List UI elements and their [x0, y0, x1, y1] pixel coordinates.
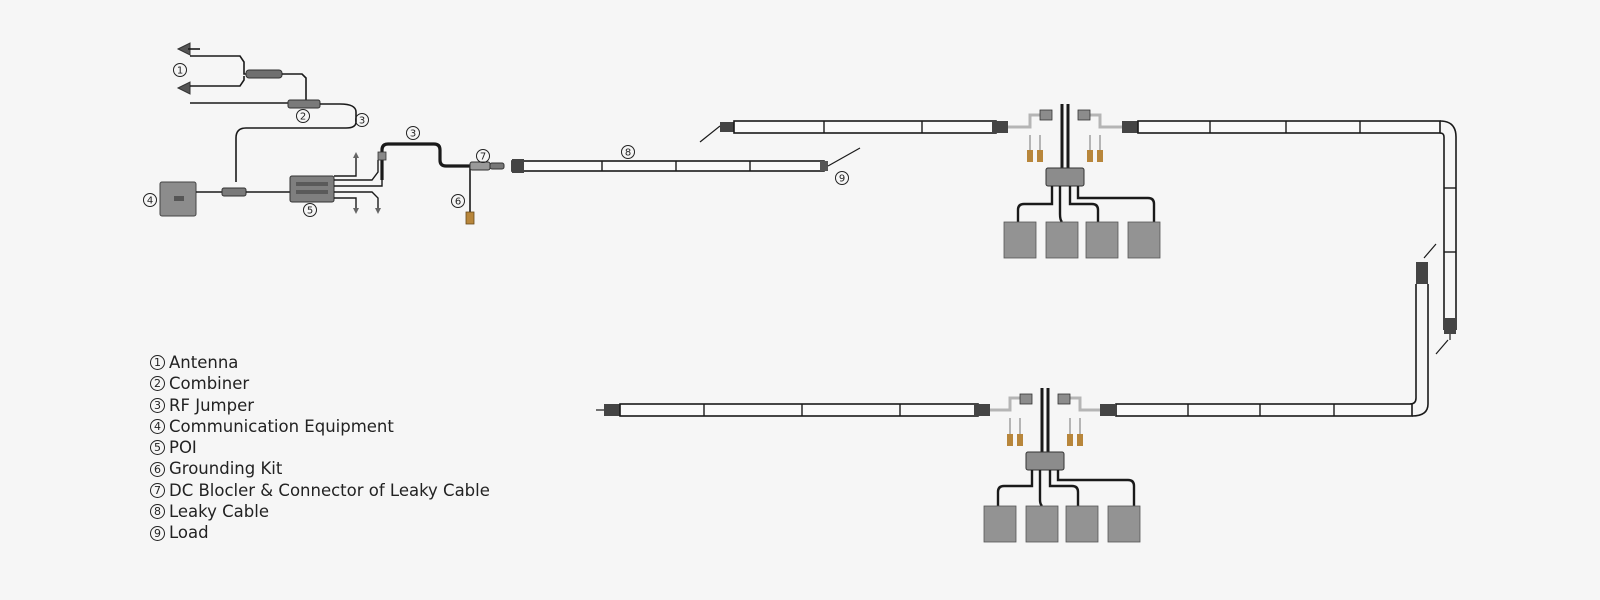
- legend-number: 1: [150, 355, 165, 371]
- legend-item-antenna: 1 Antenna: [150, 352, 490, 373]
- legend-label: Combiner: [169, 374, 250, 394]
- callout-3-jumper: 3: [406, 126, 420, 140]
- leaky-cable-lower-right: [1100, 243, 1437, 417]
- callout-4: 4: [143, 193, 157, 207]
- antenna-bottom-icon: [176, 81, 191, 95]
- dc-blocker: [469, 161, 505, 171]
- callout-1: 1: [173, 63, 187, 77]
- antenna-coupler: [245, 69, 283, 79]
- battery-group-lower: [983, 505, 1141, 543]
- legend-number: 6: [150, 461, 165, 477]
- node-upper: [1008, 104, 1156, 223]
- legend-number: 7: [150, 482, 165, 498]
- legend-item-load: 9 Load: [150, 522, 490, 543]
- legend-item-communication-equipment: 4 Communication Equipment: [150, 416, 490, 437]
- load-tail: [827, 147, 861, 167]
- leaky-cable-lower-left: [596, 403, 990, 417]
- legend-number: 9: [150, 525, 165, 541]
- leaky-cable-upper-right: [1122, 120, 1457, 355]
- legend-item-combiner: 2 Combiner: [150, 373, 490, 394]
- callout-5: 5: [303, 203, 317, 217]
- svg-text:4: 4: [147, 196, 153, 207]
- poi-unit: [289, 152, 383, 214]
- legend-item-grounding-kit: 6 Grounding Kit: [150, 458, 490, 479]
- callout-7: 7: [476, 149, 490, 163]
- battery-group-upper: [1003, 221, 1161, 259]
- legend-item-rf-jumper: 3 RF Jumper: [150, 395, 490, 416]
- legend-label: Load: [169, 523, 209, 543]
- svg-text:3: 3: [359, 116, 365, 127]
- svg-text:7: 7: [480, 152, 486, 163]
- legend-number: 4: [150, 419, 165, 435]
- legend-label: RF Jumper: [169, 395, 255, 415]
- leaky-cable-upper-left: [699, 120, 1008, 143]
- legend-label: Grounding Kit: [169, 459, 283, 479]
- antenna-group: [176, 42, 307, 104]
- legend-label: Leaky Cable: [169, 502, 269, 522]
- rf-jumper: [377, 142, 470, 180]
- legend: 1 Antenna 2 Combiner 3 RF Jumper 4 Commu…: [150, 352, 490, 544]
- legend-number: 3: [150, 397, 165, 413]
- legend-item-poi: 5 POI: [150, 437, 490, 458]
- legend-number: 8: [150, 504, 165, 520]
- callout-2: 2: [296, 109, 310, 123]
- legend-label: Antenna: [169, 353, 239, 372]
- svg-text:8: 8: [625, 148, 631, 159]
- legend-item-leaky-cable: 8 Leaky Cable: [150, 501, 490, 522]
- combiner: [235, 99, 357, 182]
- grounding-kit: [465, 166, 475, 225]
- callout-3: 3: [355, 113, 369, 127]
- svg-text:2: 2: [300, 112, 306, 123]
- communication-equipment: [159, 181, 290, 217]
- svg-text:1: 1: [177, 66, 183, 77]
- svg-text:9: 9: [839, 174, 845, 185]
- legend-number: 5: [150, 440, 165, 456]
- legend-label: Communication Equipment: [169, 416, 394, 436]
- node-lower: [990, 388, 1136, 507]
- leaky-cable-segment-1: [511, 147, 861, 173]
- callout-9: 9: [835, 171, 849, 185]
- svg-text:6: 6: [455, 197, 461, 208]
- legend-label: DC Blocler & Connector of Leaky Cable: [169, 480, 490, 500]
- svg-text:3: 3: [410, 129, 416, 140]
- callout-8: 8: [621, 145, 635, 159]
- legend-label: POI: [169, 438, 197, 458]
- legend-number: 2: [150, 376, 165, 392]
- callout-6: 6: [451, 194, 465, 208]
- svg-text:5: 5: [307, 206, 313, 217]
- legend-item-dc-blocker: 7 DC Blocler & Connector of Leaky Cable: [150, 480, 490, 501]
